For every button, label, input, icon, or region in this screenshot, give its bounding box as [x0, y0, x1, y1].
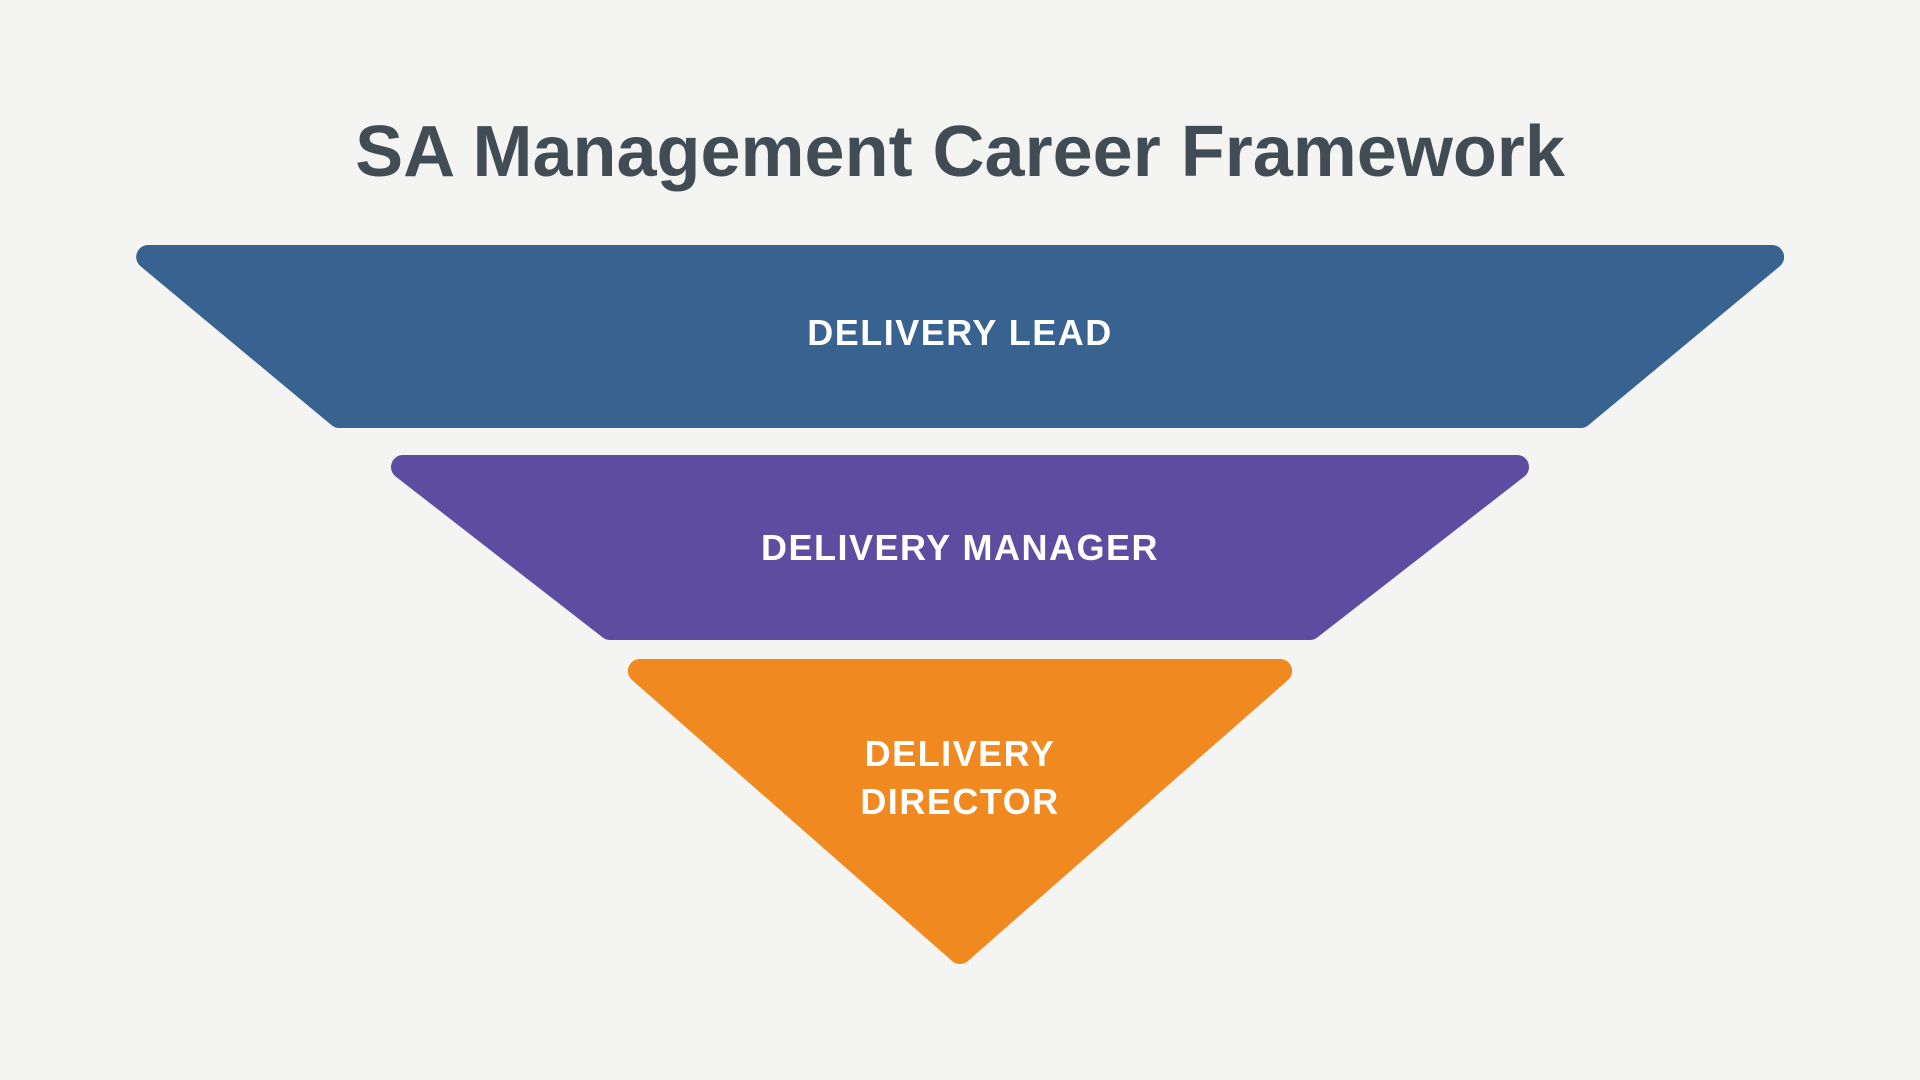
- funnel-level-1-label: DELIVERY LEAD: [807, 312, 1113, 353]
- funnel-level-3-shape: [627, 659, 1293, 964]
- funnel-level-2-shape: [391, 455, 1529, 640]
- funnel-level-3-label: DELIVERY DIRECTOR: [860, 733, 1060, 822]
- funnel-level-2-label: DELIVERY MANAGER: [760, 527, 1160, 568]
- funnel-level-1-shape: [136, 245, 1785, 428]
- diagram-title: SA Management Career Framework: [355, 112, 1565, 192]
